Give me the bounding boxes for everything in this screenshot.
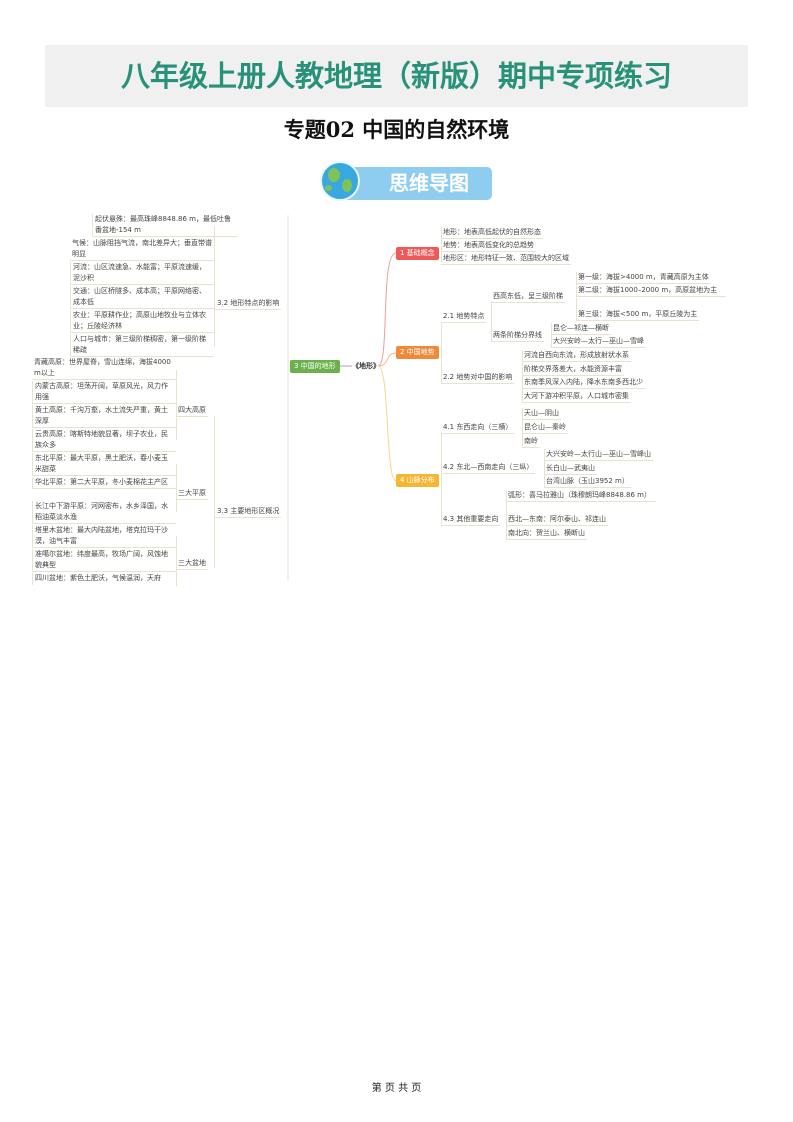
list-item: 第一级：海拔>4000 m，青藏高原为主体 [576,272,711,284]
node-3-3: 3.3 主要地形区概况 [215,506,282,518]
list-item: 天山—阴山 [522,408,561,420]
list-item: 交通：山区桥隧多、成本高；平原网络密、成本低 [70,286,214,309]
list-item: 地形：地表高低起伏的自然形态 [441,227,543,239]
mindmap-logo-banner [340,167,492,200]
list-item: 阶梯交界落差大，水能资源丰富 [522,364,624,376]
page-footer: 第 页 共 页 [371,1083,422,1094]
list-item: 昆仑—祁连—横断 [551,323,611,335]
list-item: 弧形：喜马拉雅山（珠穆朗玛峰8848.86 m） [506,490,656,502]
list-item: 准噶尔盆地：纬度最高，牧场广阔，风蚀地貌典型 [32,549,176,572]
node-plains: 三大平原 [176,488,208,500]
list-item: 长白山—武夷山 [544,463,597,475]
mindmap-center-node: 《地形》 [352,362,380,370]
node-4-1: 4.1 东西走向（三横） [441,422,515,434]
list-item: 起伏悬殊：最高珠峰8848.86 m，最低吐鲁番盆地-154 m [92,214,238,237]
list-item: 地形区：地形特征一致、范围较大的区域 [441,253,571,265]
node-terrain-trend: 2 中国地势 [396,346,439,359]
list-item: 长江中下游平原：河网密布，水乡泽国，水稻油菜淡水渔 [32,501,176,524]
list-item: 第二级：海拔1000–2000 m，高原盆地为主 [576,285,726,297]
node-basins: 三大盆地 [176,558,208,570]
list-item: 人口与城市：第三级阶梯稠密，第一级阶梯稀疏 [70,334,214,357]
list-item: 南岭 [522,436,540,448]
list-item: 黄土高原：千沟万壑，水土流失严重，黄土深厚 [32,405,176,428]
list-item: 东南季风深入内陆，降水东南多西北少 [522,377,645,389]
node-basic-concepts: 1 基础概念 [396,247,439,260]
list-item: 地势：地表高低变化的总趋势 [441,240,536,252]
list-item: 华北平原：第二大平原，冬小麦棉花主产区 [32,477,176,489]
node-plateaus: 四大高原 [176,405,208,417]
node-step-lines: 两条阶梯分界线 [491,330,544,342]
node-2-2: 2.2 地势对中国的影响 [441,372,515,384]
list-item: 内蒙古高原：坦荡开阔，草原风光，风力作用强 [32,381,176,404]
list-item: 第三级：海拔<500 m，平原丘陵为主 [576,309,700,321]
node-3-2: 3.2 地形特点的影响 [215,298,282,310]
list-item: 大兴安岭—太行山—巫山—雪峰山 [544,449,653,461]
globe-icon [320,161,360,201]
list-item: 河流：山区流速急、水能富；平原流速缓，泥沙积 [70,262,214,285]
list-item: 南北向：贺兰山、横断山 [506,528,587,540]
list-item: 河流自西向东流，形成放射状水系 [522,350,631,362]
node-4-2: 4.2 东北—西南走向（三纵） [441,462,536,474]
node-4-3: 4.3 其他重要走向 [441,514,501,526]
node-china-landforms: 3 中国的地形 [290,360,340,373]
node-2-1: 2.1 地势特点 [441,311,487,323]
list-item: 农业：平原耕作业；高原山地牧业与立体农业；丘陵经济林 [70,310,214,333]
list-item: 青藏高原：世界屋脊，雪山连绵，海拔4000 m以上 [32,357,176,380]
list-item: 大兴安岭—太行—巫山—雪峰 [551,336,646,348]
list-item: 气候：山脉阻挡气流，南北差异大；垂直带谱明显 [70,238,214,261]
title-band [45,45,748,107]
list-item: 台湾山脉（玉山3952 m） [544,476,631,488]
list-item: 大河下游冲积平原，人口城市密集 [522,391,631,403]
node-west-high: 西高东低，呈三级阶梯 [491,291,565,303]
page-subtitle: 专题02 中国的自然环境 [283,117,510,142]
mindmap-logo-label: 思维导图 [389,171,469,195]
page-title: 八年级上册人教地理（新版）期中专项练习 [120,59,672,93]
list-item: 云贵高原：喀斯特地貌显著，坝子农业，民族众多 [32,429,176,452]
list-item: 昆仑山—秦岭 [522,422,568,434]
node-mountains: 4 山脉分布 [396,474,439,487]
mindmap-connectors [287,215,397,580]
list-item: 西北—东南：阿尔泰山、祁连山 [506,514,608,526]
list-item: 四川盆地：紫色土肥沃，气候温润，天府 [32,573,176,585]
list-item: 塔里木盆地：最大内陆盆地，塔克拉玛干沙漠，油气丰富 [32,525,176,548]
list-item: 东北平原：最大平原，黑土肥沃，春小麦玉米甜菜 [32,453,176,476]
